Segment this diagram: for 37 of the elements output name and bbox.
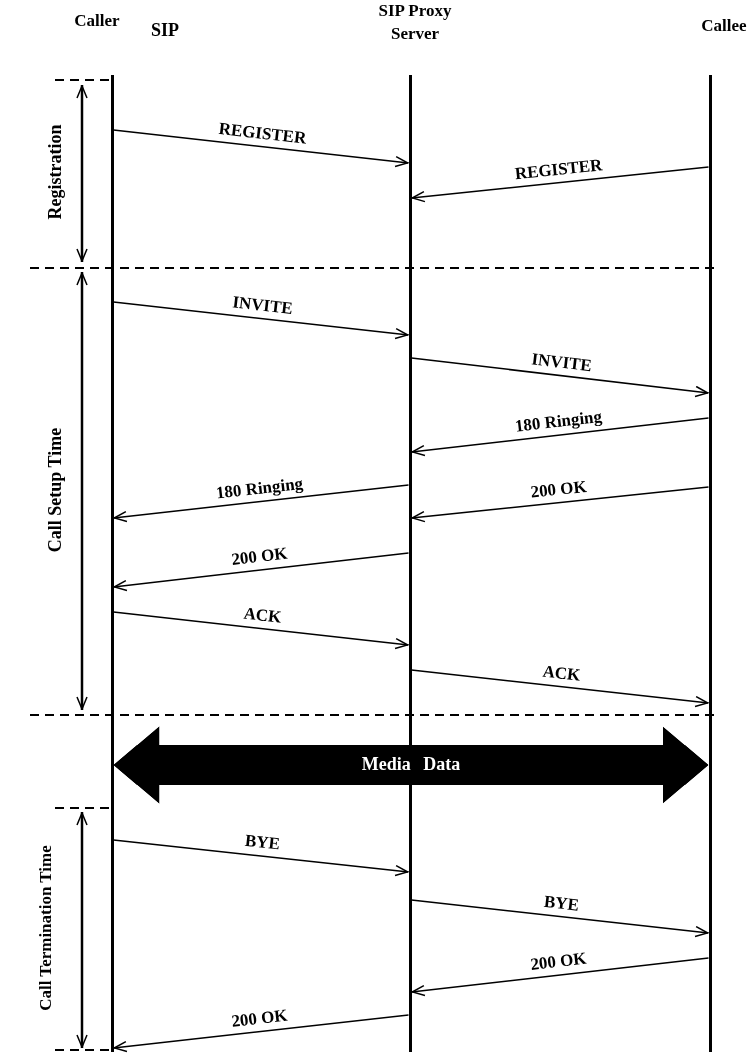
lifeline-heading: SIP Proxy Server xyxy=(377,0,453,45)
message-arrow xyxy=(410,899,710,938)
edge-label: REGISTER xyxy=(514,155,604,184)
phase-label: Registration xyxy=(46,124,66,220)
message-arrow xyxy=(112,552,410,592)
edge-label: INVITE xyxy=(231,292,294,319)
phase-label: Call Setup Time xyxy=(46,427,66,553)
phase-label: Call Termination Time xyxy=(36,845,56,1011)
message-arrow xyxy=(112,611,410,650)
lifeline-heading: Caller xyxy=(73,10,121,32)
edge-label: 180 Ringing xyxy=(215,474,304,503)
message-arrow xyxy=(112,301,410,340)
edge-label: INVITE xyxy=(530,349,593,376)
message-arrow xyxy=(410,357,710,398)
header-label: SIP xyxy=(151,21,179,41)
edge-label: 200 OK xyxy=(529,949,588,975)
message-arrow xyxy=(112,484,410,523)
message-arrow xyxy=(112,1014,410,1053)
message-arrow xyxy=(112,839,410,877)
edge-label: 200 OK xyxy=(230,544,289,570)
message-arrow xyxy=(410,669,710,708)
edge-label: REGISTER xyxy=(217,119,308,148)
lifeline-heading: Callee xyxy=(700,15,748,37)
edge-label: 200 OK xyxy=(529,477,588,502)
edge-label: 200 OK xyxy=(230,1006,289,1031)
message-arrow xyxy=(410,957,710,997)
message-arrow xyxy=(410,417,710,457)
edge-label: BYE xyxy=(244,831,281,855)
edge-label: BYE xyxy=(543,892,580,915)
edge-label: ACK xyxy=(541,662,582,685)
edge-label: Media Data xyxy=(361,755,461,775)
edge-label: ACK xyxy=(242,604,283,627)
message-arrow xyxy=(112,129,410,168)
double-arrow xyxy=(113,726,709,804)
message-arrow xyxy=(410,486,710,523)
message-arrow xyxy=(410,166,710,203)
edge-label: 180 Ringing xyxy=(514,407,603,437)
